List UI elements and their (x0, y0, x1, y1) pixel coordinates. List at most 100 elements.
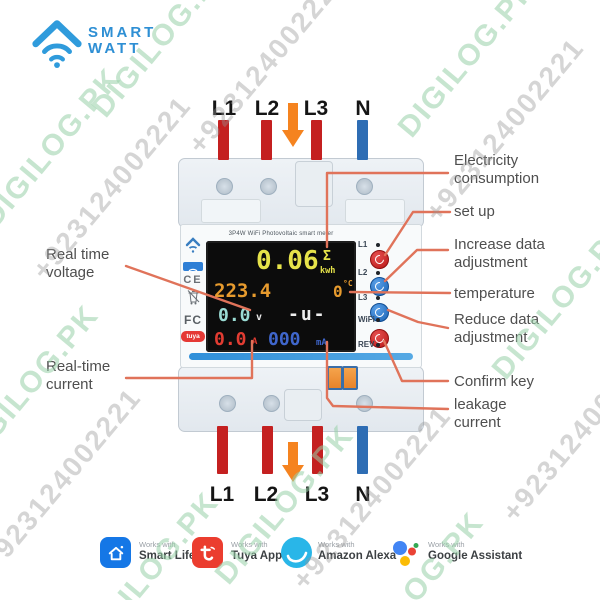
energy-unit: kwh (320, 266, 336, 276)
increase-button-glyph (373, 280, 386, 293)
current-unit: A (252, 337, 258, 347)
callout-electricity-consumption: Electricity consumption (454, 152, 540, 188)
increase-button (370, 277, 389, 296)
brand-name-line2: WATT (88, 40, 142, 57)
led-rev (376, 343, 380, 347)
works-with-label: Works with (139, 540, 176, 549)
voltage-value: 0.0 (218, 305, 251, 326)
works-with-label: Works with (231, 540, 268, 549)
wire-n-bottom (357, 426, 368, 474)
mode-segment: -u- (288, 304, 327, 325)
accent-bar (189, 353, 413, 360)
badge-name: Tuya App (231, 550, 283, 562)
voltage-unit: v (256, 312, 263, 323)
led-wifi (376, 318, 380, 322)
screw (356, 395, 373, 412)
callout-real-time-current: Real-time current (46, 358, 111, 394)
house-wifi-icon (32, 20, 82, 68)
led-l3 (376, 296, 380, 300)
side-marks: CE FC tuya (181, 236, 205, 342)
leakage-value: 000 (268, 329, 301, 350)
setup-button (370, 250, 389, 269)
sum-icon: Σ (323, 249, 331, 264)
panel-label-l3: L3 (358, 293, 368, 302)
led-l2 (376, 271, 380, 275)
energy-value: 0.06 (256, 246, 319, 276)
setup-button-glyph (373, 253, 386, 266)
flow-arrow-top-head (282, 130, 304, 147)
wire-n-top (357, 120, 368, 160)
weee-bin-icon (187, 290, 199, 305)
panel-label-rev: REV (358, 340, 375, 349)
wire-l1-bottom (217, 426, 228, 474)
callout-increase-adjust: Increase data adjustment (454, 236, 545, 272)
wire-l1-top (218, 120, 229, 160)
badge-tuya-app: Works with Tuya App (231, 540, 282, 562)
terminal-cover-bottom (178, 366, 424, 432)
reduce-button-glyph (373, 306, 386, 319)
terminal-slot (345, 199, 405, 223)
terminal-cover-top (178, 158, 424, 228)
wire-label-l3-bottom: L3 (304, 483, 330, 506)
callout-confirm-key: Confirm key (454, 373, 535, 390)
google-assistant-icon (391, 538, 423, 575)
wire-l3-top (311, 120, 322, 160)
brand-name-line1: SMART (88, 24, 157, 41)
phase-voltage-value: 223.4 (214, 280, 272, 302)
fcc-mark: FC (184, 313, 202, 327)
smart-life-icon (100, 537, 131, 568)
din-clip (295, 161, 333, 207)
badge-name: Google Assistant (428, 550, 523, 562)
callout-leakage-current: leakage current (454, 396, 507, 432)
badge-name: Amazon Alexa (318, 550, 397, 562)
current-value: 0.0 (214, 329, 247, 350)
brand-mini-logo-icon (185, 237, 201, 253)
flow-arrow-bottom-head (282, 465, 304, 482)
wire-label-l2-bottom: L2 (253, 483, 279, 506)
works-with-label: Works with (428, 540, 465, 549)
callout-reduce-adjust: Reduce data adjustment (454, 311, 540, 347)
badge-name: Smart Life (139, 550, 196, 562)
screw (263, 395, 280, 412)
panel-label-l2: L2 (358, 268, 368, 277)
flow-arrow-top (288, 103, 298, 131)
screw (216, 178, 233, 195)
wire-label-n-bottom: N (355, 483, 371, 506)
wire-l2-top (261, 120, 272, 160)
callout-set-up: set up (454, 203, 495, 220)
callout-temperature: temperature (454, 285, 535, 302)
works-with-label: Works with (318, 540, 355, 549)
tuya-badge: tuya (181, 331, 205, 342)
badge-amazon-alexa: Works with Amazon Alexa (318, 540, 396, 562)
ce-mark: CE (183, 274, 203, 286)
wire-label-l2-top: L2 (254, 97, 280, 120)
led-l1 (376, 243, 380, 247)
tuya-icon (192, 537, 223, 568)
screw (356, 178, 373, 195)
wire-label-l1-top: L1 (211, 97, 237, 120)
terminal-slot (201, 199, 261, 223)
wire-label-n-top: N (355, 97, 371, 120)
callout-real-time-voltage: Real time voltage (46, 246, 110, 282)
amazon-alexa-icon (281, 537, 312, 568)
display-header: 3P4W WiFi Photovoltaic smart meter (228, 231, 334, 237)
brand-name: SMART WATT (88, 25, 156, 57)
temperature-value: 0 (333, 282, 343, 301)
wire-label-l3-top: L3 (303, 97, 329, 120)
lcd-display: 0.06 Σ kwh 223.4 0 °C 0.0 v -u- 0.0 A 00… (206, 241, 356, 352)
leakage-unit: mA (316, 338, 327, 348)
badge-google-assistant: Works with Google Assistant (428, 540, 522, 562)
screw (219, 395, 236, 412)
wifi-badge (183, 262, 203, 274)
watermark-site: DIGILOG.PK (0, 61, 128, 234)
screw (260, 178, 277, 195)
wire-l3-bottom (312, 426, 323, 474)
wire-label-l1-bottom: L1 (209, 483, 235, 506)
din-clip (284, 389, 322, 421)
panel-label-wifi: WiFi (358, 315, 375, 324)
brand-logo: SMART WATT (28, 12, 178, 68)
wire-l2-bottom (262, 426, 273, 474)
watermark-phone: +923124002221 (419, 31, 591, 228)
test-switch-orange (327, 366, 343, 390)
